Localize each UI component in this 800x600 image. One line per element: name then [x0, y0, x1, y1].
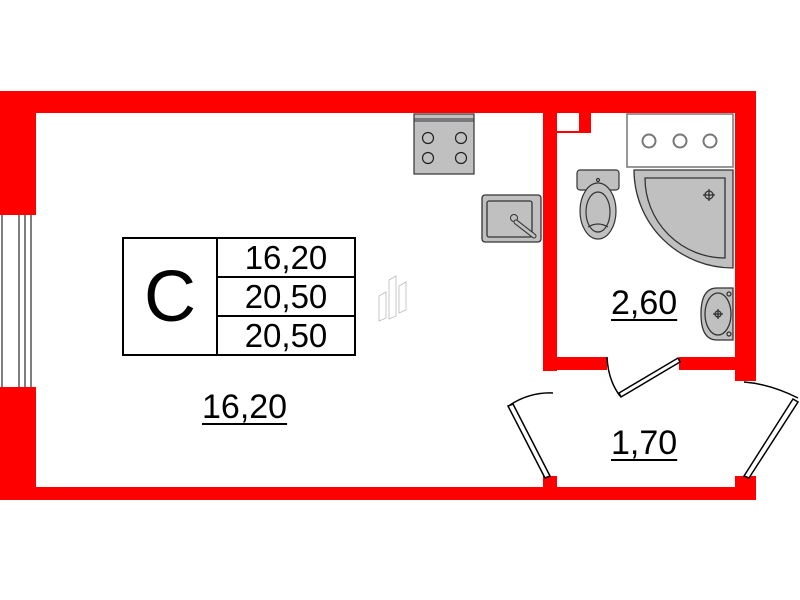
toilet-icon [576, 169, 620, 240]
apartment-type-label: С [124, 239, 218, 354]
kitchen-sink-icon [481, 194, 542, 243]
watermark-glyph [378, 275, 407, 322]
stove-icon [413, 113, 475, 175]
corner-shower-icon [633, 169, 734, 269]
walls [0, 91, 756, 500]
bathroom-door [606, 356, 681, 399]
room-area-hallway: 1,70 [611, 424, 678, 462]
legend-values: 16,20 20,50 20,50 [218, 239, 354, 354]
legend-total-area: 20,50 [218, 276, 354, 315]
washbasin-icon [700, 287, 734, 341]
window-left [1, 215, 32, 387]
room-area-bathroom: 2,60 [611, 284, 678, 322]
washing-machine-icon [626, 113, 734, 168]
room-area-main: 16,20 [202, 388, 288, 426]
entrance-door-right [742, 381, 800, 479]
apartment-legend-table: С 16,20 20,50 20,50 [122, 237, 356, 356]
legend-living-area: 16,20 [244, 239, 328, 276]
legend-total-area-with-balcony: 20,50 [218, 315, 354, 354]
vent-duct [557, 113, 579, 131]
entrance-door-left [506, 392, 554, 479]
